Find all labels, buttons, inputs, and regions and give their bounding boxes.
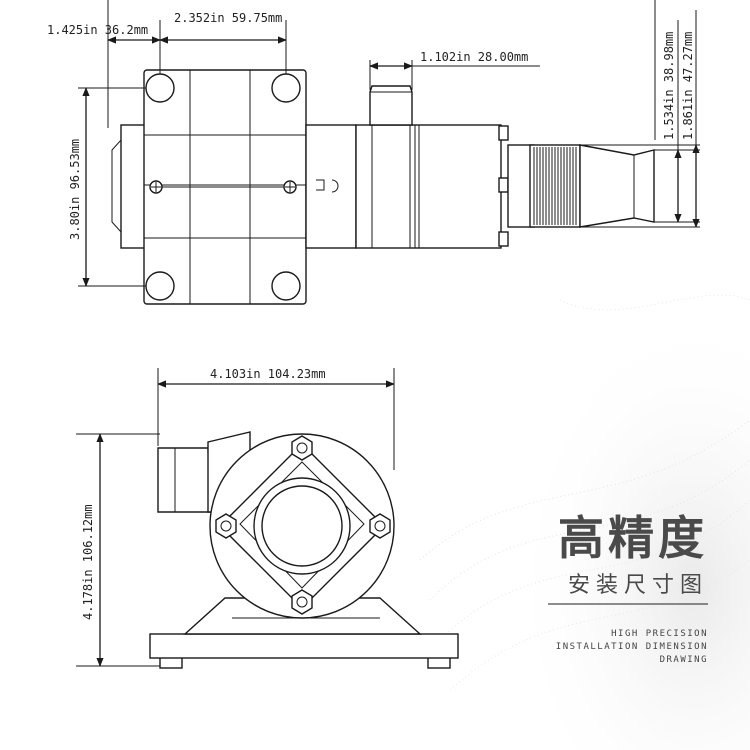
- top-view-drawing: [111, 69, 655, 305]
- bolt: [498, 125, 509, 141]
- dim-port-label: 1.102in 28.00mm: [420, 50, 528, 64]
- dim-mount-offset-label: 1.425in 36.2mm: [47, 23, 148, 37]
- front-dim-width-label: 4.103in 104.23mm: [210, 367, 326, 381]
- hex-bolt: [291, 589, 313, 615]
- pump-neck: [305, 124, 357, 249]
- english-line-3: DRAWING: [660, 655, 708, 665]
- english-line-1: HIGH PRECISION: [611, 629, 708, 639]
- title-cn: 高精度: [558, 511, 708, 565]
- hex-bolt: [291, 435, 313, 461]
- hex-bolt: [215, 513, 237, 539]
- subtitle-cn: 安装尺寸图: [568, 573, 708, 598]
- dim-height-label: 3.80in 96.53mm: [68, 139, 82, 240]
- port-inner-ring: [261, 485, 343, 567]
- mount-hole: [271, 73, 301, 103]
- front-dim-height-label: 4.178in 106.12mm: [81, 504, 95, 620]
- dim-outlet-small-label: 1.534in 38.98mm: [662, 32, 676, 140]
- dim-outlet-large-label: 1.861in 47.27mm: [681, 32, 695, 140]
- pump-housing: [355, 124, 502, 249]
- front-view-drawing: [149, 431, 459, 669]
- left-end-cap: [120, 124, 147, 249]
- branding-block: 高精度 安装尺寸图 HIGH PRECISION INSTALLATION DI…: [548, 511, 708, 665]
- dim-width-label: 2.352in 59.75mm: [174, 11, 282, 25]
- bolt: [498, 177, 509, 193]
- mount-hole: [271, 271, 301, 301]
- front-view-dimensions: 4.103in 104.23mm 4.178in 106.12mm: [76, 367, 395, 667]
- mount-hole: [145, 73, 175, 103]
- english-line-2: INSTALLATION DIMENSION: [556, 642, 708, 652]
- top-view-dimensions: 1.425in 36.2mm 2.352in 59.75mm 1.102in 2…: [47, 0, 700, 287]
- mount-hole: [145, 271, 175, 301]
- base-plate: [149, 633, 459, 659]
- hex-bolt: [369, 513, 391, 539]
- hose-barb: [579, 144, 655, 228]
- bolt: [498, 231, 509, 247]
- side-inlet: [157, 447, 211, 513]
